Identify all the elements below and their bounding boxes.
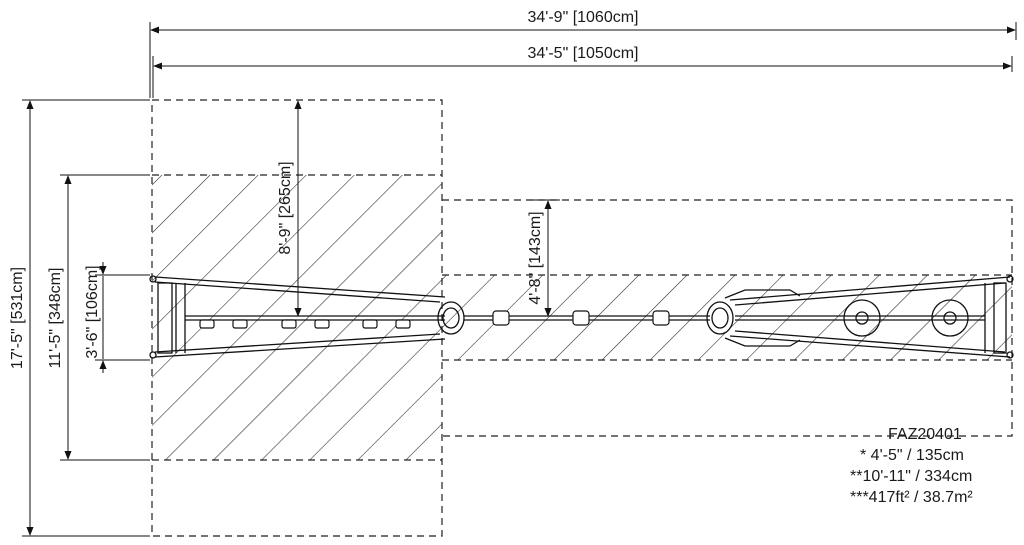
overall-length-label: 34'-9" [1060cm]	[527, 9, 638, 26]
model-number: FAZ20401	[888, 426, 962, 443]
center-beam	[464, 310, 710, 326]
notes-block: FAZ20401 * 4'-5" / 135cm **10'-11" / 334…	[838, 424, 1018, 508]
frame-length-label: 34'-5" [1050cm]	[527, 45, 638, 62]
safety-zone-depth-label: 11'-5" [348cm]	[47, 268, 64, 369]
note-line-2: **10'-11" / 334cm	[850, 468, 973, 485]
safety-zone-outline	[151, 99, 1013, 537]
overall-depth-label: 17'-5" [531cm]	[9, 267, 26, 369]
dimension-lines	[22, 22, 1017, 537]
free-height-label: 4'-8" [143cm]	[527, 211, 544, 304]
fall-height-label: 8'-9" [265cm]	[277, 161, 294, 254]
note-line-1: * 4'-5" / 135cm	[860, 447, 964, 464]
swing-seats	[199, 319, 411, 329]
frame-depth-label: 3'-6" [106cm]	[84, 265, 101, 358]
right-swing-frame	[706, 275, 1014, 359]
note-line-3: ***417ft² / 38.7m²	[850, 489, 973, 506]
